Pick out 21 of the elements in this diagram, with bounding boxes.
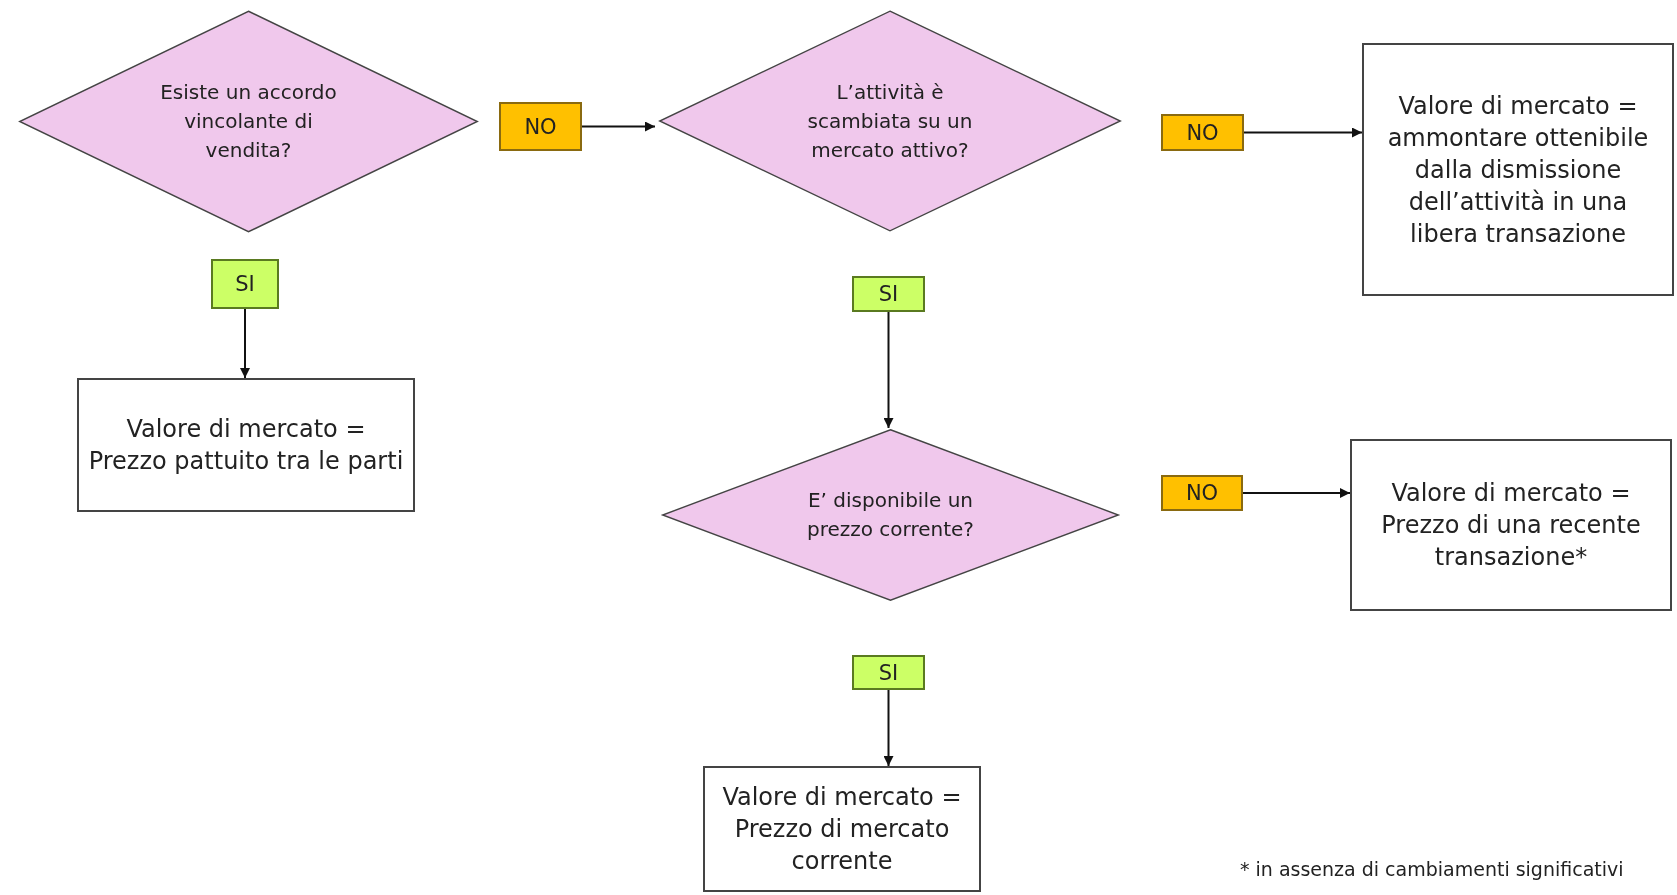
yes-label-box: SI bbox=[852, 276, 925, 312]
result-box: Valore di mercato = Prezzo pattuito tra le parti bbox=[77, 378, 415, 512]
decision-diamond bbox=[15, 9, 482, 234]
question-text: L’attività è scambiata su un mercato attivo? bbox=[806, 78, 974, 164]
arrow bbox=[1242, 488, 1351, 498]
result-box: Valore di mercato = Prezzo di mercato corrente bbox=[703, 766, 981, 892]
arrow bbox=[581, 121, 656, 132]
footnote: * in assenza di cambiamenti significativi bbox=[1240, 858, 1624, 880]
arrow bbox=[883, 689, 894, 767]
no-label-box: NO bbox=[499, 102, 582, 151]
no-label-box: NO bbox=[1161, 114, 1244, 151]
no-label-box: NO bbox=[1161, 475, 1243, 511]
result-box: Valore di mercato = Prezzo di una recente transazione* bbox=[1350, 439, 1672, 611]
yes-label-box: SI bbox=[852, 655, 925, 690]
question-text: E’ disponibile un prezzo corrente? bbox=[806, 487, 975, 543]
result-box: Valore di mercato = ammontare ottenibile dalla dismissione dell’attività in una libera transazione bbox=[1362, 43, 1674, 296]
arrow bbox=[883, 311, 894, 429]
arrow bbox=[240, 308, 250, 379]
arrow bbox=[1243, 127, 1363, 138]
yes-label-box: SI bbox=[211, 259, 279, 309]
question-text: Esiste un accordo vincolante di vendita? bbox=[159, 79, 338, 164]
